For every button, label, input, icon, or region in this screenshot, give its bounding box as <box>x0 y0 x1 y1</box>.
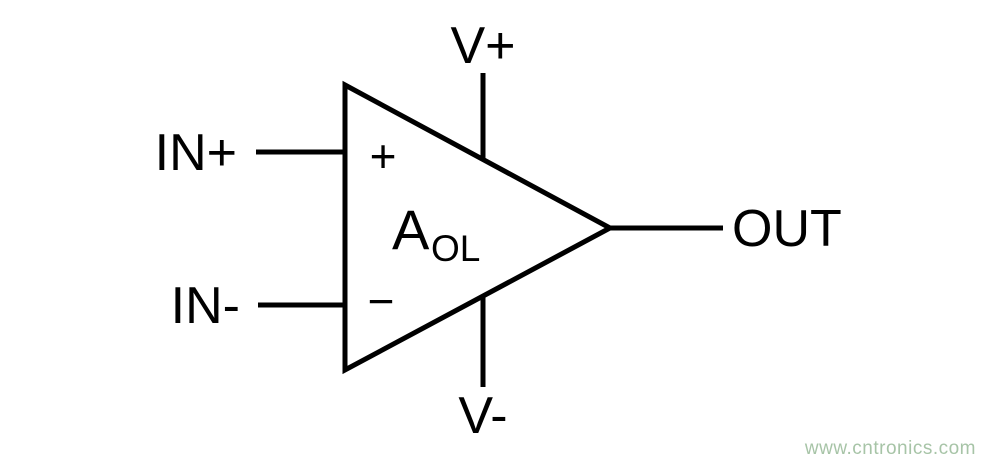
inverting-minus-sign: − <box>368 275 395 327</box>
open-loop-gain-label: A <box>392 198 430 261</box>
v-plus-label: V+ <box>450 17 515 75</box>
opamp-triangle-body <box>342 80 616 375</box>
open-loop-gain-subscript: OL <box>431 228 480 269</box>
noninverting-plus-sign: + <box>370 130 397 182</box>
in-minus-label: IN- <box>171 277 240 335</box>
watermark-text: www.cntronics.com <box>804 438 976 459</box>
in-plus-label: IN+ <box>155 124 237 182</box>
v-minus-label: V- <box>458 387 507 445</box>
out-label: OUT <box>732 200 842 258</box>
